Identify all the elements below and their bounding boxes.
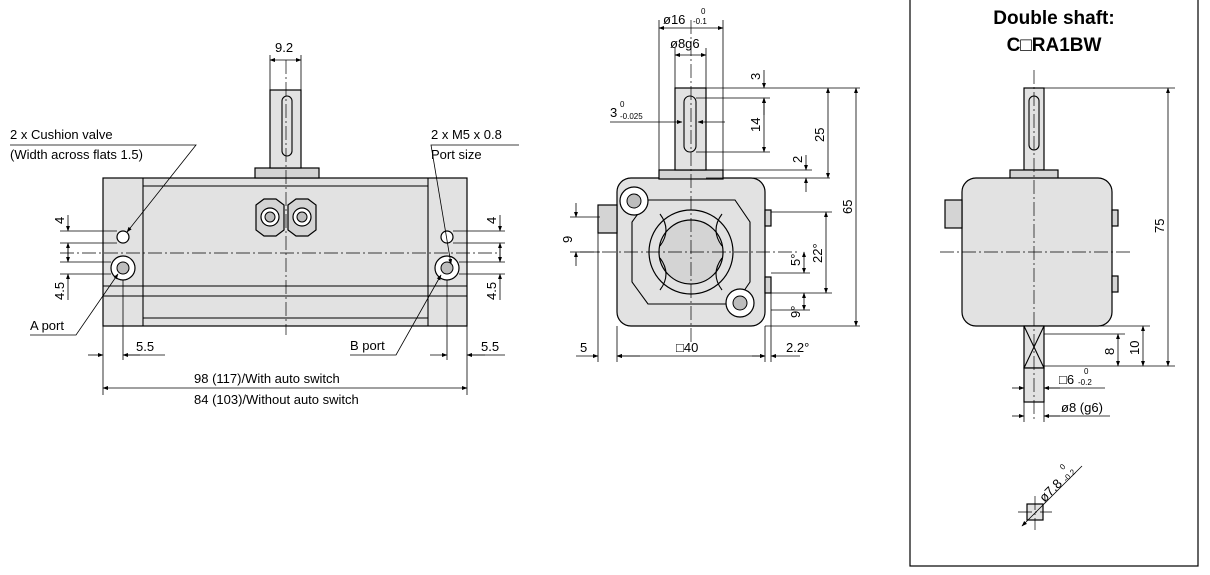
- cushion-valve-label-2: (Width across flats 1.5): [10, 147, 143, 162]
- dim-right-4: 4: [484, 217, 499, 224]
- dim-left-45: 4.5: [52, 282, 67, 300]
- port-size-label-1: 2 x M5 x 0.8: [431, 127, 502, 142]
- cushion-valve-label-1: 2 x Cushion valve: [10, 127, 113, 142]
- dim-9-left: 9: [560, 236, 575, 243]
- svg-text:0: 0: [701, 7, 706, 16]
- dim-9-deg: 9°: [788, 306, 803, 318]
- dim-75: 75: [1152, 219, 1167, 233]
- dim-shaft-width: 9.2: [275, 40, 293, 55]
- output-shaft: [269, 89, 302, 169]
- square6-label: □6: [1059, 372, 1074, 387]
- double-shaft-title-1: Double shaft:: [993, 8, 1114, 29]
- dim-5-deg: 5°: [788, 254, 803, 266]
- actuator-body-front: [102, 177, 468, 327]
- dim-square40: □40: [676, 340, 698, 355]
- dim-right-45: 4.5: [484, 282, 499, 300]
- dia8-g6-label: ø8 (g6): [1061, 400, 1103, 415]
- front-view: 9.2 2 x Cushion valve (Width across flat…: [10, 40, 519, 407]
- cushion-valve-right: [440, 230, 454, 244]
- shaft-collar: [254, 167, 320, 179]
- port-fittings: [255, 198, 317, 237]
- b-port-label: B port: [350, 338, 385, 353]
- port-size-label-2: Port size: [431, 147, 482, 162]
- dim-8: 8: [1102, 348, 1117, 355]
- dim-22-deg: 22°: [810, 243, 825, 263]
- side-view: ø16 0 -0.1 ø8g6 3 0 -0.025 3 14 25 2 65: [560, 7, 860, 362]
- dim-65: 65: [840, 200, 855, 214]
- svg-text:-0.1: -0.1: [693, 17, 707, 26]
- dim-3: 3: [748, 73, 763, 80]
- overall-with-switch: 98 (117)/With auto switch: [194, 371, 340, 386]
- double-shaft-title-2: C□RA1BW: [1007, 35, 1102, 56]
- svg-text:0: 0: [620, 100, 625, 109]
- a-port-label: A port: [30, 318, 64, 333]
- dim-25: 25: [812, 128, 827, 142]
- dim-left-55: 5.5: [136, 339, 154, 354]
- dim-2: 2: [790, 156, 805, 163]
- dim-5-bottom: 5: [580, 340, 587, 355]
- overall-without-switch: 84 (103)/Without auto switch: [194, 392, 359, 407]
- output-shaft-side: [674, 87, 707, 171]
- dim-10: 10: [1127, 341, 1142, 355]
- dia8g6-label: ø8g6: [670, 36, 700, 51]
- double-shaft-panel: Double shaft: C□RA1BW 75 8 10 □6: [909, 0, 1199, 567]
- dia16-label: ø16: [663, 12, 685, 27]
- dim-left-4: 4: [52, 217, 67, 224]
- svg-text:-0.025: -0.025: [620, 112, 643, 121]
- svg-text:-0.2: -0.2: [1078, 378, 1092, 387]
- key-width-label: 3: [610, 105, 617, 120]
- svg-text:0: 0: [1058, 462, 1068, 472]
- svg-text:0: 0: [1084, 367, 1089, 376]
- dim-22-bottom: 2.2°: [786, 340, 809, 355]
- dim-14: 14: [748, 118, 763, 132]
- dim-right-55: 5.5: [481, 339, 499, 354]
- cushion-valve-left: [116, 230, 130, 244]
